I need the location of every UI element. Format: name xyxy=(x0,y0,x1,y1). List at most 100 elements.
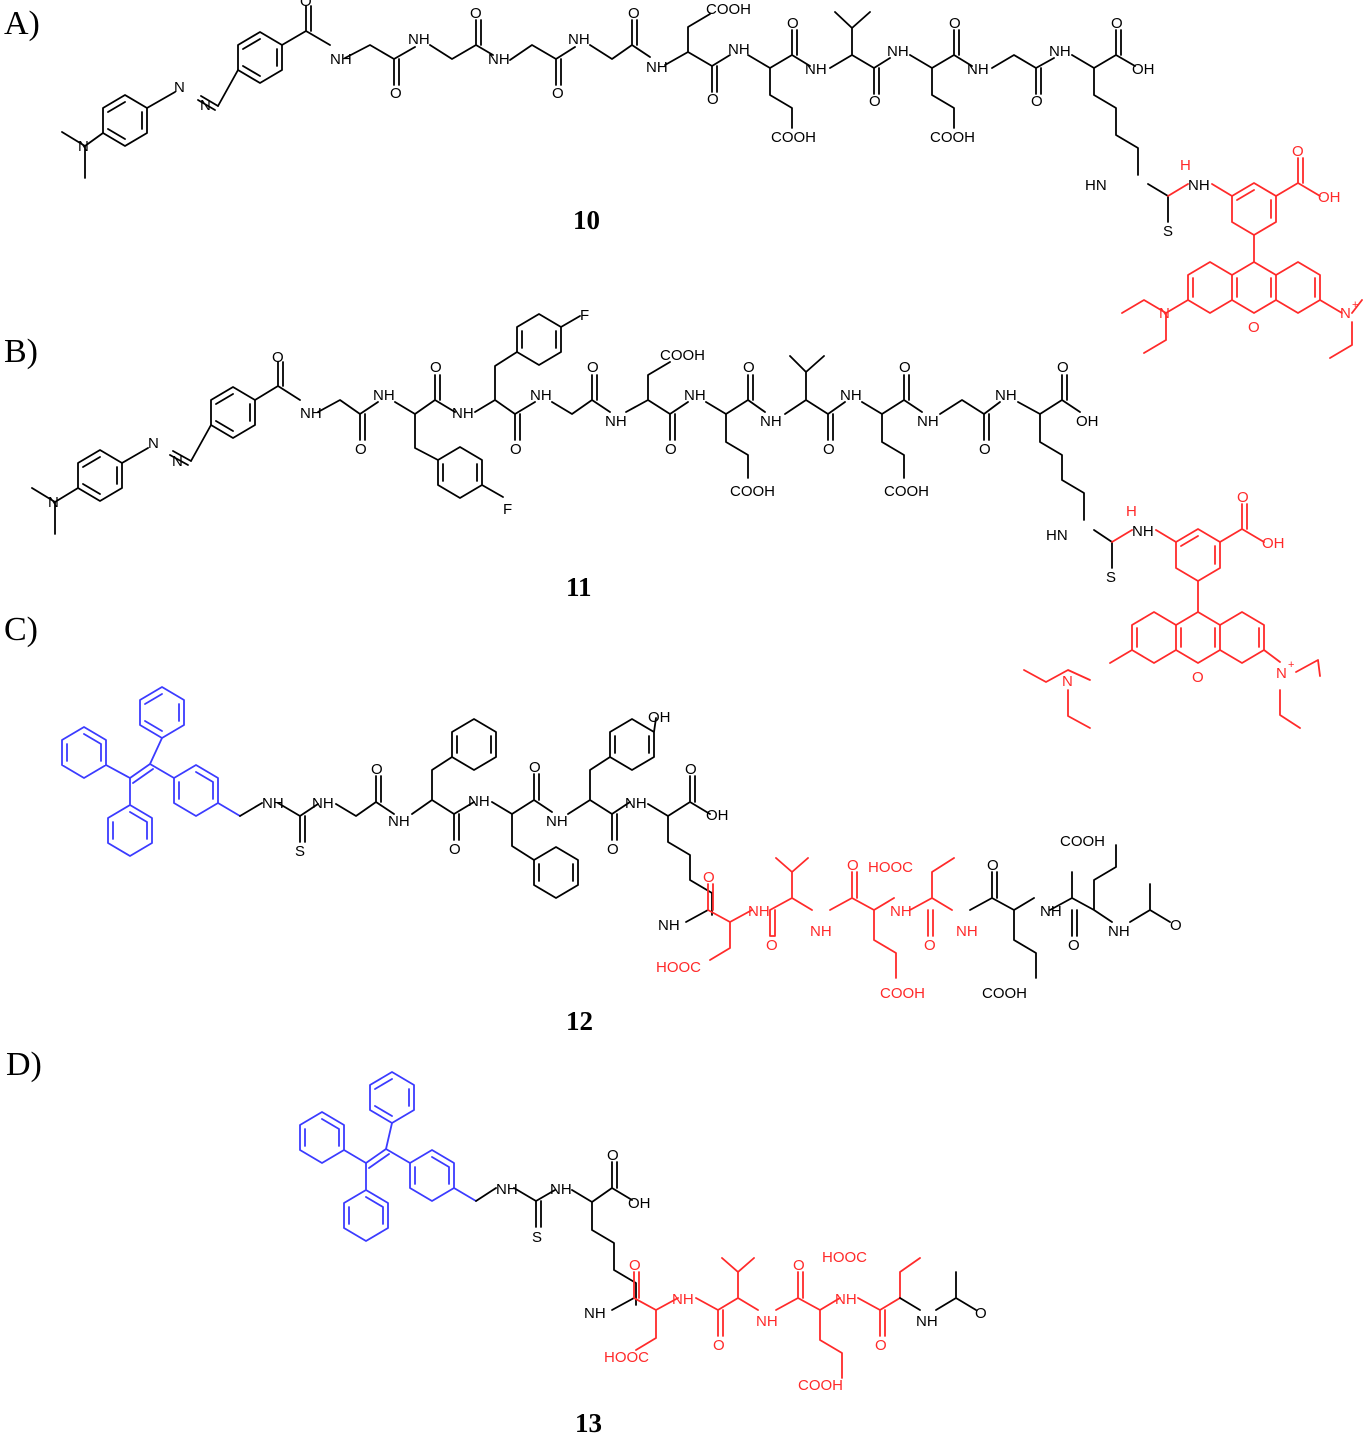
c12-nh-1: NH xyxy=(262,795,284,812)
c11-nh-10: NH xyxy=(995,387,1017,404)
c11-o-10: O xyxy=(979,441,991,458)
c10-oh-lys: OH xyxy=(1132,61,1155,78)
c13-nh-2: NH xyxy=(550,1181,572,1198)
c12-o-3: O xyxy=(529,759,541,776)
c12-cooh-2: COOH xyxy=(1060,833,1105,850)
compound-11-dabcyl xyxy=(31,361,301,535)
c12-o-1: O xyxy=(371,761,383,778)
c12-nh-5: NH xyxy=(546,813,568,830)
c12-nh-8: NH xyxy=(1108,923,1130,940)
c13-oh: OH xyxy=(628,1195,651,1212)
c12-nh-lys: NH xyxy=(658,917,680,934)
panel-label-b: B) xyxy=(4,333,38,370)
panel-label-c: C) xyxy=(4,611,38,648)
c11-o-2: O xyxy=(355,441,367,458)
compound-13-atom-labels: NH S NH O OH NH O HOOC NH O NH O NH COOH… xyxy=(496,1147,987,1394)
c11-oh-lys: OH xyxy=(1076,413,1099,430)
compound-10-rhodamine xyxy=(1121,157,1363,359)
c12-s: S xyxy=(295,843,305,860)
c12-oh-tyr: OH xyxy=(648,709,671,726)
c10-nplus: N xyxy=(1340,305,1351,322)
c10-o-10: O xyxy=(1031,93,1043,110)
c10-nh-3: NH xyxy=(488,51,510,68)
compound-13-tpe xyxy=(299,1071,477,1242)
c10-o-8: O xyxy=(869,93,881,110)
c11-f-2: F xyxy=(580,307,589,324)
c12-o-r4: O xyxy=(924,937,936,954)
c10-nh-10: NH xyxy=(1049,43,1071,60)
c11-o-1: O xyxy=(272,349,284,366)
compound-13-red-peptide xyxy=(633,1257,921,1379)
c12-nh-r2: NH xyxy=(810,923,832,940)
panel-label-d: D) xyxy=(6,1046,42,1083)
compound-12-atom-labels: NH S NH O NH O NH O NH O NH OH O OH NH O… xyxy=(262,709,1182,1002)
c13-nh-1: NH xyxy=(496,1181,518,1198)
c10-o-1: O xyxy=(300,0,312,10)
c11-h-red: H xyxy=(1126,503,1137,520)
c11-plus: + xyxy=(1288,659,1294,671)
c12-nh-r3: NH xyxy=(890,903,912,920)
c10-cooh-glu-1: COOH xyxy=(771,129,816,146)
c11-n-diethyl: N xyxy=(1062,673,1073,690)
c12-o-7: O xyxy=(1068,937,1080,954)
c12-o-r1: O xyxy=(703,869,715,886)
c10-s: S xyxy=(1163,223,1173,240)
panel-label-a: A) xyxy=(4,5,40,42)
c12-nh-7: NH xyxy=(1040,903,1062,920)
c11-o-5: O xyxy=(587,359,599,376)
c12-o-4: O xyxy=(607,841,619,858)
c11-nh-3: NH xyxy=(452,405,474,422)
compound-number-13: 13 xyxy=(575,1408,602,1438)
c10-nh-9: NH xyxy=(967,61,989,78)
c11-o-xanthene: O xyxy=(1192,669,1204,686)
c12-nh-3: NH xyxy=(388,813,410,830)
c12-oh-lys: OH xyxy=(706,807,729,824)
c10-nh-6: NH xyxy=(728,41,750,58)
c13-nh-r2: NH xyxy=(756,1313,778,1330)
c10-o-rh: O xyxy=(1292,143,1304,160)
c11-o-9: O xyxy=(899,359,911,376)
c10-n-azo-2: N xyxy=(200,97,211,114)
c12-nh-r1: NH xyxy=(748,903,770,920)
c11-nh-1: NH xyxy=(300,405,322,422)
c13-o-ac: O xyxy=(975,1305,987,1322)
compound-11-rhodamine xyxy=(1023,503,1321,729)
c11-nh-6: NH xyxy=(684,387,706,404)
c11-n-dimethyl: N xyxy=(48,494,59,511)
c10-o-7: O xyxy=(787,15,799,32)
compound-number-11: 11 xyxy=(566,572,592,602)
c11-nh-9: NH xyxy=(917,413,939,430)
compound-12-structure xyxy=(61,686,1171,979)
c11-o-rh: O xyxy=(1237,489,1249,506)
compound-11-atom-labels: N N N O NH O NH O NH F F O NH O NH COOH … xyxy=(48,307,1294,690)
c13-nh-r3: NH xyxy=(835,1291,857,1308)
c10-n-diethyl: N xyxy=(1159,305,1170,322)
c12-nh-6: NH xyxy=(625,795,647,812)
c11-nh-thiourea: NH xyxy=(1132,523,1154,540)
c11-cooh-asp: COOH xyxy=(660,347,705,364)
c10-plus: + xyxy=(1352,299,1358,311)
c11-oh-rh: OH xyxy=(1262,535,1285,552)
c10-n-dimethyl: N xyxy=(78,138,89,155)
compound-10-structure xyxy=(61,5,1363,359)
c11-s: S xyxy=(1106,569,1116,586)
c12-cooh-r: COOH xyxy=(880,985,925,1002)
c12-o-6: O xyxy=(987,857,999,874)
compound-13-structure xyxy=(299,1071,977,1379)
c12-o-5: O xyxy=(685,761,697,778)
c13-o-r4: O xyxy=(875,1337,887,1354)
c10-nh-8: NH xyxy=(887,43,909,60)
c11-nplus: N xyxy=(1276,665,1287,682)
c10-o-11: O xyxy=(1111,15,1123,32)
c13-o-r1: O xyxy=(629,1257,641,1274)
c12-hooc-r2: HOOC xyxy=(868,859,913,876)
c11-nh-4: NH xyxy=(530,387,552,404)
c12-o-r2: O xyxy=(766,937,778,954)
c10-o-6: O xyxy=(707,91,719,108)
c10-nh-4: NH xyxy=(568,31,590,48)
c10-o-5: O xyxy=(628,5,640,22)
c11-o-3: O xyxy=(430,359,442,376)
c11-o-11: O xyxy=(1057,359,1069,376)
c11-cooh-glu-2: COOH xyxy=(884,483,929,500)
c11-hn-thiourea: HN xyxy=(1046,527,1068,544)
